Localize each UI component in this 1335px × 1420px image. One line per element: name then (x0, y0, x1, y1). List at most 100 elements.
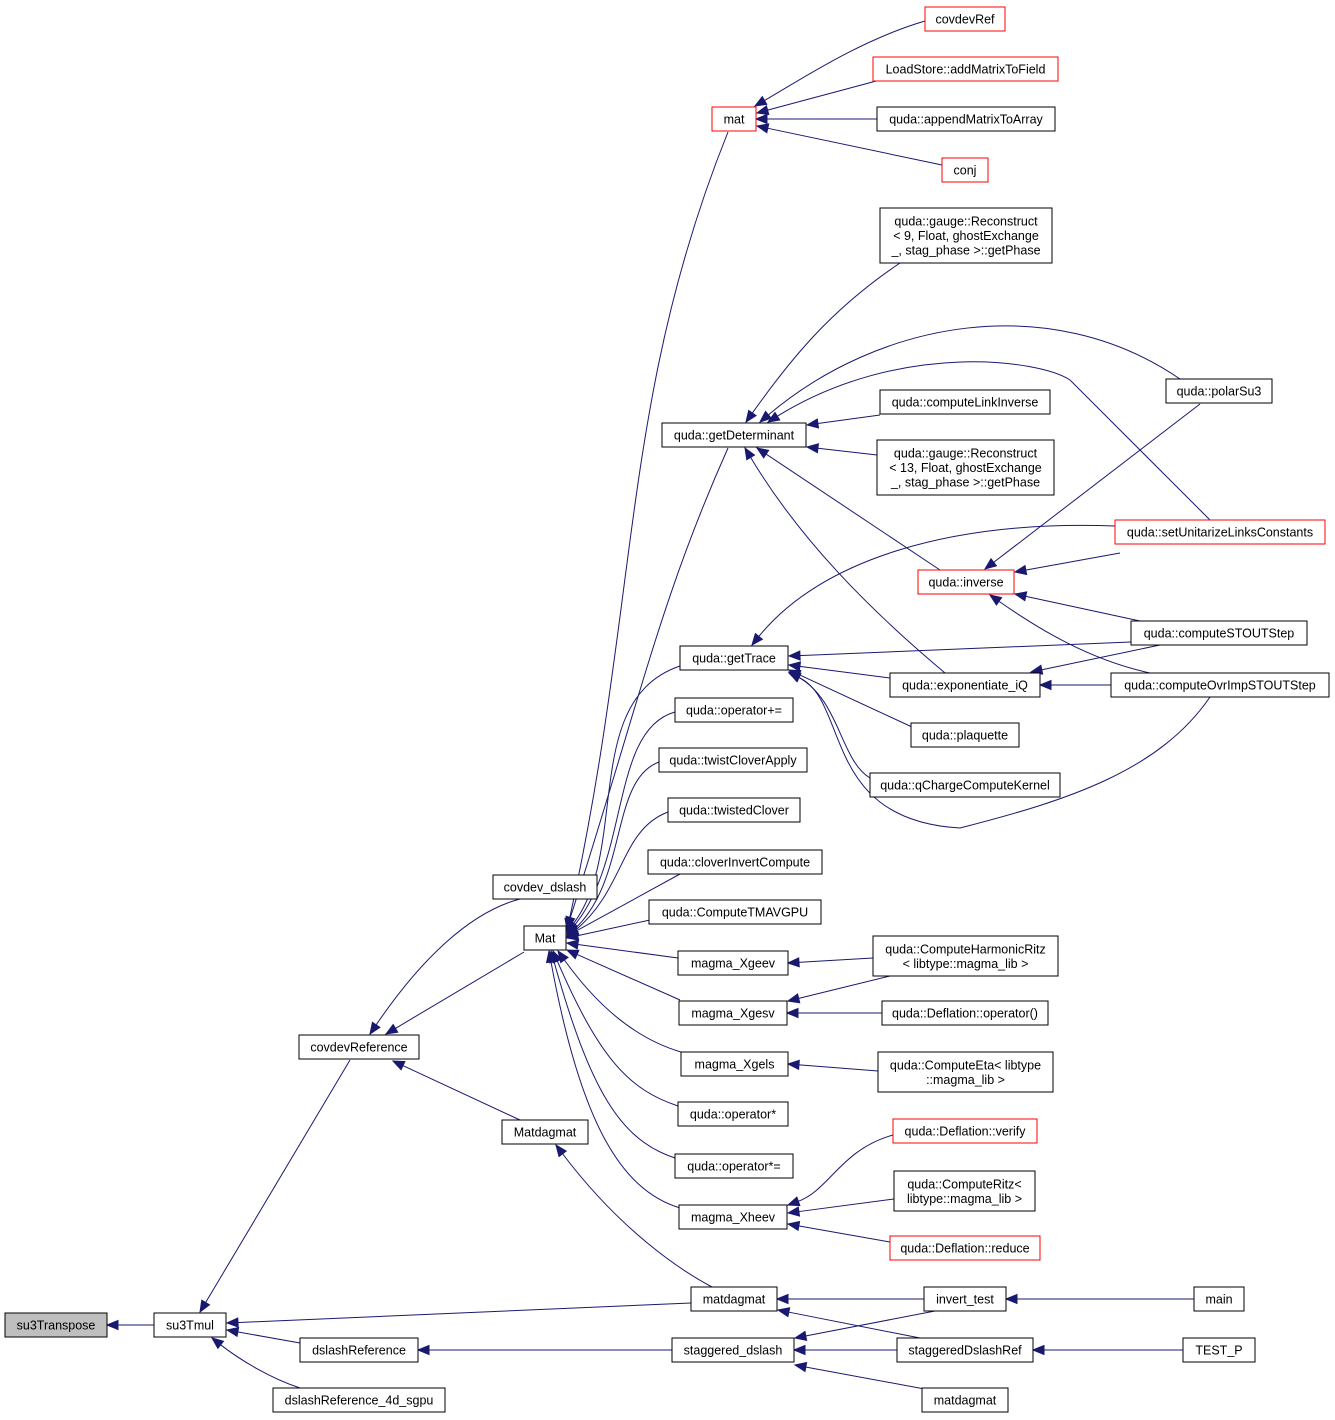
node-main[interactable]: main (1193, 1286, 1245, 1312)
node-dslashReference[interactable]: dslashReference (299, 1337, 419, 1363)
node-box (658, 747, 808, 773)
node-matdagmat2[interactable]: matdagmat (921, 1387, 1009, 1413)
edge-twistedClover-Mat (574, 811, 669, 932)
node-magma_Xgeev[interactable]: magma_Xgeev (677, 950, 789, 976)
arrowhead-append-mat (754, 113, 768, 125)
edge-getDeterminant-Mat (569, 447, 729, 919)
node-computeOvrImp[interactable]: quda::computeOvrImpSTOUTStep (1110, 672, 1330, 698)
arrowhead-covdevRef-mat (753, 95, 768, 107)
node-label: quda::computeOvrImpSTOUTStep (1124, 679, 1316, 693)
node-box (923, 1286, 1007, 1312)
node-box (299, 1337, 419, 1363)
node-box (678, 1204, 788, 1230)
node-exponentiate_iQ[interactable]: quda::exponentiate_iQ (889, 672, 1041, 698)
node-covdevRef[interactable]: covdevRef (924, 6, 1006, 32)
node-box (677, 1101, 789, 1127)
node-label: quda::Deflation::reduce (900, 1242, 1029, 1256)
edge-Xheev-Mat (550, 960, 681, 1209)
node-box (876, 106, 1056, 132)
arrowhead-staggered-dslashReference (416, 1344, 430, 1356)
node-label: quda::exponentiate_iQ (902, 679, 1028, 693)
node-label: dslashReference (312, 1344, 406, 1358)
node-TEST_P[interactable]: TEST_P (1182, 1337, 1256, 1363)
node-computeSTOUTStep[interactable]: quda::computeSTOUTStep (1130, 620, 1308, 646)
node-covdev_dslash[interactable]: covdev_dslash (492, 874, 598, 900)
arrowhead-TEST_P-staggeredRef (1031, 1344, 1045, 1356)
node-label: su3Transpose (17, 1319, 96, 1333)
node-addMatrixToField[interactable]: LoadStore::addMatrixToField (872, 56, 1059, 82)
node-box (1114, 519, 1326, 545)
node-DeflationVerify[interactable]: quda::Deflation::verify (892, 1118, 1038, 1144)
node-matdagmat1[interactable]: matdagmat (690, 1286, 778, 1312)
node-DeflationReduce[interactable]: quda::Deflation::reduce (889, 1235, 1041, 1261)
node-getTrace[interactable]: quda::getTrace (679, 645, 789, 671)
node-label: covdevReference (310, 1041, 407, 1055)
arrowhead-setUnitarize-getTrace (751, 632, 764, 647)
node-box (1165, 378, 1273, 404)
node-operatorMulEq[interactable]: quda::operator*= (674, 1153, 794, 1179)
node-Matdagmat[interactable]: Matdagmat (501, 1119, 589, 1145)
node-ComputeTMAVGPU[interactable]: quda::ComputeTMAVGPU (648, 899, 822, 925)
edge-HarmonicRitz-Xgeev (797, 957, 874, 963)
arrowhead-OvrImp-exponentiate (1038, 679, 1052, 691)
edge-polarSu3-inverse (992, 403, 1201, 564)
node-box (872, 935, 1059, 977)
node-reconstruct13[interactable]: quda::gauge::Reconstruct< 13, Float, gho… (876, 439, 1055, 496)
node-mat[interactable]: mat (711, 106, 757, 132)
edge-OvrImp-getTrace-tail (959, 696, 1211, 829)
node-reconstruct9[interactable]: quda::gauge::Reconstruct< 9, Float, ghos… (879, 207, 1053, 264)
node-label: staggeredDslashRef (908, 1344, 1022, 1358)
arrowhead-su3Tmul-su3Transpose (105, 1319, 119, 1331)
arrowhead-Matdagmat-covdevReference (391, 1060, 406, 1071)
node-operatorPlusEq[interactable]: quda::operator+= (674, 697, 794, 723)
node-su3Transpose[interactable]: su3Transpose (4, 1312, 108, 1338)
edge-ComputeEta-Xgels (797, 1064, 879, 1072)
node-covdevReference[interactable]: covdevReference (298, 1034, 420, 1060)
node-plaquette[interactable]: quda::plaquette (910, 722, 1020, 748)
node-twistCloverApply[interactable]: quda::twistCloverApply (658, 747, 808, 773)
node-ComputeEta[interactable]: quda::ComputeEta< libtype::magma_lib > (877, 1051, 1054, 1093)
node-box (661, 422, 807, 448)
node-box (153, 1312, 227, 1338)
node-getDeterminant[interactable]: quda::getDeterminant (661, 422, 807, 448)
node-computeLinkInverse[interactable]: quda::computeLinkInverse (879, 389, 1051, 415)
node-cloverInvertCompute[interactable]: quda::cloverInvertCompute (647, 849, 823, 875)
edge-covdev_dslash-covdevReference (375, 898, 521, 1026)
arrowhead-exponentiate-getTrace (787, 661, 802, 672)
node-operatorMul[interactable]: quda::operator* (677, 1101, 789, 1127)
node-box (892, 1118, 1038, 1144)
node-appendMatrixToArray[interactable]: quda::appendMatrixToArray (876, 106, 1056, 132)
node-ComputeRitz[interactable]: quda::ComputeRitz<libtype::magma_lib > (893, 1170, 1036, 1212)
node-label: magma_Xgels (695, 1058, 775, 1072)
node-DeflationOperator[interactable]: quda::Deflation::operator() (881, 1000, 1049, 1026)
node-staggeredDslashRef[interactable]: staggeredDslashRef (896, 1337, 1034, 1363)
arrowhead-staggeredRef-staggered (792, 1344, 806, 1356)
node-label: LoadStore::addMatrixToField (886, 63, 1046, 77)
node-staggered_dslash[interactable]: staggered_dslash (671, 1337, 795, 1363)
node-ComputeHarmonicRitz[interactable]: quda::ComputeHarmonicRitz< libtype::magm… (872, 935, 1059, 977)
node-magma_Xheev[interactable]: magma_Xheev (678, 1204, 788, 1230)
node-label: matdagmat (934, 1394, 997, 1408)
edge-setUnitarize-inverse (1024, 552, 1121, 571)
edge-Xgesv-Mat (575, 953, 681, 1001)
node-setUnitarize[interactable]: quda::setUnitarizeLinksConstants (1114, 519, 1326, 545)
node-box (671, 1337, 795, 1363)
node-conj[interactable]: conj (941, 157, 989, 183)
node-invert_test[interactable]: invert_test (923, 1286, 1007, 1312)
node-magma_Xgesv[interactable]: magma_Xgesv (678, 1000, 788, 1026)
node-Mat[interactable]: Mat (523, 925, 567, 951)
node-label: quda::Deflation::operator() (892, 1007, 1038, 1021)
arrowhead-OvrImp-getTrace (787, 672, 802, 683)
node-su3Tmul[interactable]: su3Tmul (153, 1312, 227, 1338)
edge-matdagmat1-su3Tmul (236, 1302, 692, 1324)
arrowhead-Xgesv-Mat (565, 949, 580, 960)
node-label: quda::polarSu3 (1177, 385, 1262, 399)
node-polarSu3[interactable]: quda::polarSu3 (1165, 378, 1273, 404)
node-twistedClover[interactable]: quda::twistedClover (667, 797, 801, 823)
node-qCharge[interactable]: quda::qChargeComputeKernel (869, 772, 1061, 798)
node-label: _, stag_phase >::getPhase (890, 476, 1040, 490)
node-magma_Xgels[interactable]: magma_Xgels (680, 1051, 789, 1077)
node-dslashReference_4d_sgpu[interactable]: dslashReference_4d_sgpu (272, 1387, 446, 1413)
node-inverse[interactable]: quda::inverse (917, 569, 1015, 595)
